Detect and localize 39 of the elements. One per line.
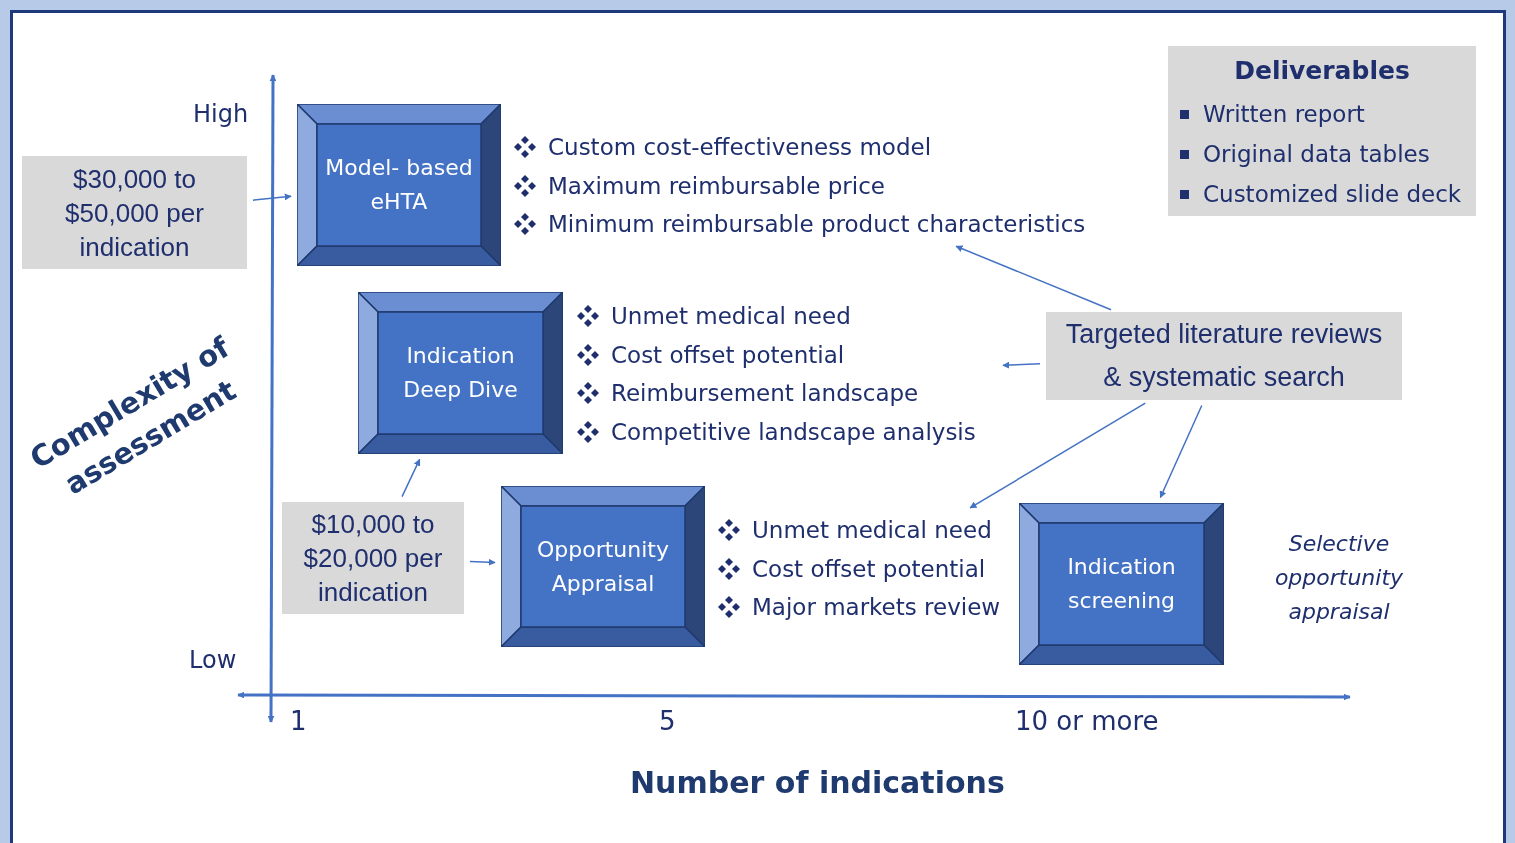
axis-title: Number of indications [630,765,1005,800]
heading: Deliverables [1234,56,1410,85]
bullet-item: Cost offset potential [611,341,845,368]
arrow [1159,404,1203,499]
axis-label: Low [189,646,237,674]
arrow [401,458,421,498]
bullet-item: Written report [1203,101,1365,127]
bullet-item: Maximum reimbursable price [548,172,885,199]
bullet-item: Competitive landscape analysis [611,418,976,445]
box-label: Indication screening [1066,553,1177,615]
deliverables-box [1168,46,1476,216]
arrow [469,558,496,566]
bullet-item: Customized slide deck [1203,181,1462,207]
bullet-item: Reimbursement landscape [611,380,919,407]
box-label: Indication Deep Dive [402,342,519,404]
box-text: $30,000 to $50,000 per indication [64,162,205,264]
bullet-item: Minimum reimbursable product characteristics [548,211,1086,238]
arrow [1002,361,1041,369]
box-text: Targeted literature reviews & systematic search [1064,318,1384,394]
arrow [969,402,1147,509]
bullet-item: Custom cost-effectiveness model [548,134,932,161]
bullet-item: Original data tables [1203,141,1430,167]
arrow [252,193,292,201]
arrow [955,245,1112,311]
tick-label: 10 or more [1015,706,1159,736]
bullet-item: Major markets review [752,594,1001,621]
box-label: Model- based eHTA [324,154,474,216]
box-label: Opportunity Appraisal [536,535,670,598]
tick-label: 5 [659,706,676,736]
price-box [22,156,247,269]
price-box [1046,312,1402,400]
box-text: $10,000 to $20,000 per indication [302,508,444,609]
bullet-item: Unmet medical need [752,517,992,544]
price-box [282,502,464,614]
axis-label: High [193,100,249,128]
caption-text: Selective opportunity appraisal [1273,530,1405,626]
bullet-item: Cost offset potential [752,555,986,582]
tick-label: 1 [290,706,307,736]
bullet-item: Unmet medical need [611,303,851,330]
